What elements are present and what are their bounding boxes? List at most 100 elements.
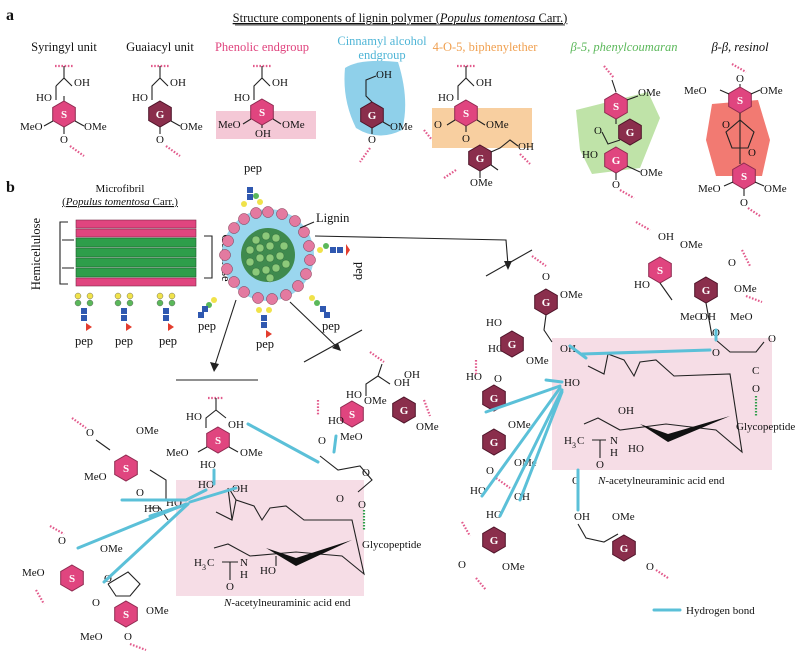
neuraminic-label-right: N-acetylneuraminic acid end — [597, 475, 725, 487]
pep-label-2: pep — [115, 334, 133, 348]
svg-text:N: N — [610, 435, 618, 447]
svg-text:OMe: OMe — [760, 85, 783, 97]
svg-text:HO: HO — [466, 371, 482, 383]
svg-text:O: O — [434, 119, 442, 131]
neuraminic-right: H 3 C O N H HO OH O O C O Glycopeptide O — [564, 327, 795, 471]
svg-text:OMe: OMe — [390, 121, 413, 133]
svg-text:G: G — [542, 297, 551, 309]
unit-label-phenylcoumaran: β-5, phenylcoumaran — [570, 40, 678, 54]
unit-label-resinol: β-β, resinol — [710, 40, 769, 54]
phenolic-endgroup-structure: OH HO S MeO OMe OH — [218, 64, 305, 140]
svg-text:OMe: OMe — [180, 121, 203, 133]
lignin-units-left: HO OH S MeO OMe HO HO OH HO O OMe S MeO … — [22, 351, 439, 652]
svg-text:S: S — [463, 108, 469, 120]
svg-text:HO: HO — [634, 279, 650, 291]
arrow-right — [314, 235, 509, 266]
svg-text:OMe: OMe — [136, 425, 159, 437]
hbond-legend-label: Hydrogen bond — [686, 605, 755, 617]
svg-text:G: G — [368, 110, 377, 122]
svg-text:OMe: OMe — [84, 121, 107, 133]
svg-text:OH: OH — [272, 77, 288, 89]
svg-text:O: O — [60, 134, 68, 146]
svg-text:MeO: MeO — [680, 311, 703, 323]
svg-text:OH: OH — [74, 77, 90, 89]
svg-text:G: G — [476, 153, 485, 165]
svg-text:OMe: OMe — [416, 421, 439, 433]
svg-text:S: S — [61, 109, 67, 121]
svg-text:OH: OH — [518, 141, 534, 153]
pep-label-right: pep — [353, 262, 367, 280]
svg-text:O: O — [58, 535, 66, 547]
microfibril-species: (Populus tomentosa Carr.) — [62, 196, 178, 208]
svg-text:MeO: MeO — [684, 85, 707, 97]
svg-text:HO: HO — [144, 503, 160, 515]
svg-text:OH: OH — [700, 311, 716, 323]
svg-text:G: G — [702, 285, 711, 297]
glycopeptide-label-left: Glycopeptide — [362, 539, 421, 551]
glycopeptide-label-right: Glycopeptide — [736, 421, 795, 433]
svg-text:OMe: OMe — [640, 167, 663, 179]
microfibril-title: Microfibril — [96, 183, 145, 195]
hydrogen-bonds-right — [480, 328, 718, 518]
svg-text:OH: OH — [232, 483, 248, 495]
svg-text:OH: OH — [394, 377, 410, 389]
svg-text:S: S — [741, 171, 747, 183]
svg-text:O: O — [594, 125, 602, 137]
cinnamyl-highlight — [344, 60, 406, 136]
svg-text:S: S — [69, 573, 75, 585]
svg-text:HO: HO — [438, 92, 454, 104]
pep-label-bottom: pep — [256, 337, 274, 351]
pep-label-3: pep — [159, 334, 177, 348]
svg-text:OMe: OMe — [526, 355, 549, 367]
resinol-structure: O S MeO OMe O O S MeO OMe O — [684, 63, 787, 217]
svg-text:OMe: OMe — [486, 119, 509, 131]
svg-text:MeO: MeO — [80, 631, 103, 643]
neuraminic-bg-left — [176, 480, 364, 596]
svg-text:MeO: MeO — [84, 471, 107, 483]
svg-text:OMe: OMe — [282, 119, 305, 131]
svg-text:HO: HO — [628, 443, 644, 455]
svg-text:O: O — [156, 134, 164, 146]
svg-text:H: H — [564, 435, 572, 447]
svg-text:HO: HO — [346, 389, 362, 401]
guaiacyl-unit-structure: OH HO G OMe O — [132, 64, 203, 157]
unit-label-guaiacyl: Guaiacyl unit — [126, 40, 194, 54]
svg-text:OMe: OMe — [638, 87, 661, 99]
svg-text:O: O — [740, 197, 748, 209]
svg-text:O: O — [736, 73, 744, 85]
svg-text:O: O — [768, 333, 776, 345]
svg-text:HO: HO — [36, 92, 52, 104]
svg-text:OMe: OMe — [100, 543, 123, 555]
pep-label-left: pep — [198, 319, 216, 333]
svg-text:O: O — [646, 561, 654, 573]
pep-label-1: pep — [75, 334, 93, 348]
unit-label-cinnamyl: Cinnamyl alcohol — [337, 34, 427, 48]
svg-text:H: H — [240, 569, 248, 581]
svg-text:G: G — [612, 155, 621, 167]
svg-text:G: G — [156, 109, 165, 121]
svg-text:3: 3 — [572, 441, 576, 450]
syringyl-unit-structure: OH HO S MeO OMe O — [20, 64, 107, 157]
pep-label-bottomright: pep — [322, 319, 340, 333]
svg-text:O: O — [462, 133, 470, 145]
svg-text:MeO: MeO — [698, 183, 721, 195]
svg-text:HO: HO — [486, 509, 502, 521]
microfibril-block — [75, 219, 197, 287]
svg-text:OMe: OMe — [146, 605, 169, 617]
svg-text:MeO: MeO — [340, 431, 363, 443]
svg-text:O: O — [318, 435, 326, 447]
svg-text:OH: OH — [255, 128, 271, 140]
cinnamyl-endgroup-structure: OH G OMe O — [359, 69, 413, 163]
cellulose-bracket — [204, 235, 213, 279]
lignin-cross-section — [198, 187, 350, 338]
svg-text:O: O — [542, 271, 550, 283]
svg-text:S: S — [657, 265, 663, 277]
svg-text:MeO: MeO — [218, 119, 241, 131]
svg-text:O: O — [362, 467, 370, 479]
svg-text:MeO: MeO — [166, 447, 189, 459]
svg-text:MeO: MeO — [22, 567, 45, 579]
svg-text:O: O — [486, 465, 494, 477]
svg-text:G: G — [508, 339, 517, 351]
glycan-chains — [74, 292, 176, 331]
